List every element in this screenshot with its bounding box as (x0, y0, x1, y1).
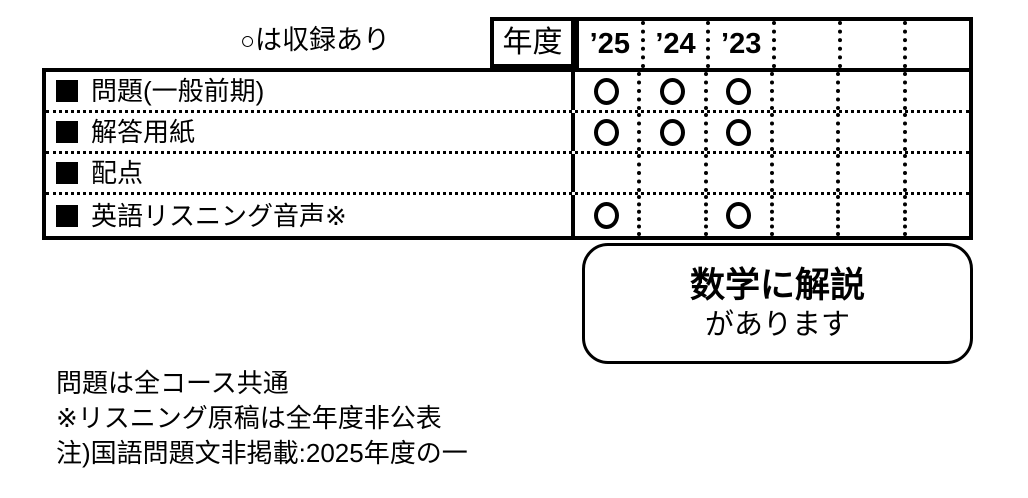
year-header-cell-5 (842, 21, 908, 68)
mark-cell (907, 113, 969, 151)
circle-mark-icon (659, 77, 685, 105)
callout-box: 数学に解説 があります (582, 243, 973, 364)
row-label-cell: 英語リスニング音声※ (46, 195, 575, 236)
mark-cell (774, 113, 841, 151)
row-marks (575, 72, 969, 110)
year-label-cell: 年度 (490, 17, 575, 68)
mark-cell (774, 72, 841, 110)
table-row: 英語リスニング音声※ (46, 195, 969, 236)
footnote-line: ※リスニング原稿は全年度非公表 (56, 403, 442, 433)
footnote-line: 問題は全コース共通 (56, 368, 289, 398)
row-label-cell: 解答用紙 (46, 113, 575, 151)
mark-cell (840, 195, 907, 236)
mark-cell (575, 72, 642, 110)
mark-cell (840, 113, 907, 151)
callout-line-2: があります (704, 308, 850, 341)
mark-cell (708, 113, 774, 151)
footnote-line: 注)国語問題文非掲載:2025年度の一 (56, 438, 468, 468)
row-label-text: 解答用紙 (91, 117, 196, 147)
row-marks (575, 113, 969, 151)
mark-cell (907, 72, 969, 110)
mark-cell (575, 113, 642, 151)
table-row: 解答用紙 (46, 113, 969, 154)
circle-mark-icon (726, 77, 752, 105)
year-header-cell-4 (776, 21, 842, 68)
mark-cell (641, 154, 708, 192)
year-label-text: 年度 (502, 25, 563, 59)
table-row: 問題(一般前期) (46, 72, 969, 113)
mark-cell (774, 154, 841, 192)
mark-cell (840, 154, 907, 192)
mark-cell (575, 154, 642, 192)
black-square-bullet-icon (56, 162, 78, 184)
mark-cell (708, 195, 774, 236)
year-header-row: ’25’24’23 (575, 17, 973, 68)
row-label-text: 問題(一般前期) (91, 76, 265, 106)
mark-cell (840, 72, 907, 110)
legend-circle-icon: ○ (239, 27, 256, 55)
mark-cell (641, 195, 708, 236)
circle-mark-icon (593, 77, 619, 105)
year-header-cell-2: ’24 (645, 21, 711, 68)
row-marks (575, 154, 969, 192)
callout-line-1: 数学に解説 (689, 265, 865, 305)
circle-mark-icon (726, 118, 752, 146)
legend-caption-text: は収録あり (255, 25, 391, 55)
row-marks (575, 195, 969, 236)
availability-table: 問題(一般前期) 解答用紙配点英語リスニング音声※ (42, 68, 973, 240)
mark-cell (774, 195, 841, 236)
black-square-bullet-icon (56, 204, 78, 227)
mark-cell (708, 154, 774, 192)
year-header-cell-3: ’23 (710, 21, 777, 68)
mark-cell (708, 72, 774, 110)
circle-mark-icon (726, 202, 752, 229)
circle-mark-icon (593, 202, 619, 229)
row-label-text: 配点 (91, 158, 144, 188)
row-label-cell: 配点 (46, 154, 575, 192)
circle-mark-icon (659, 118, 685, 146)
footnotes: 問題は全コース共通 ※リスニング原稿は全年度非公表注)国語問題文非掲載:2025年… (56, 366, 616, 471)
mark-cell (641, 113, 708, 151)
mark-cell (641, 72, 708, 110)
legend-caption: ○は収録あり (150, 24, 480, 57)
table-row: 配点 (46, 154, 969, 195)
mark-cell (907, 154, 969, 192)
row-label-text: 英語リスニング音声※ (91, 200, 347, 231)
black-square-bullet-icon (56, 121, 78, 143)
mark-cell (907, 195, 969, 236)
row-label-cell: 問題(一般前期) (46, 72, 575, 110)
year-header-cell-6 (907, 21, 969, 68)
year-header-cell-1: ’25 (579, 21, 645, 68)
black-square-bullet-icon (56, 80, 78, 102)
circle-mark-icon (593, 118, 619, 146)
mark-cell (575, 195, 642, 236)
